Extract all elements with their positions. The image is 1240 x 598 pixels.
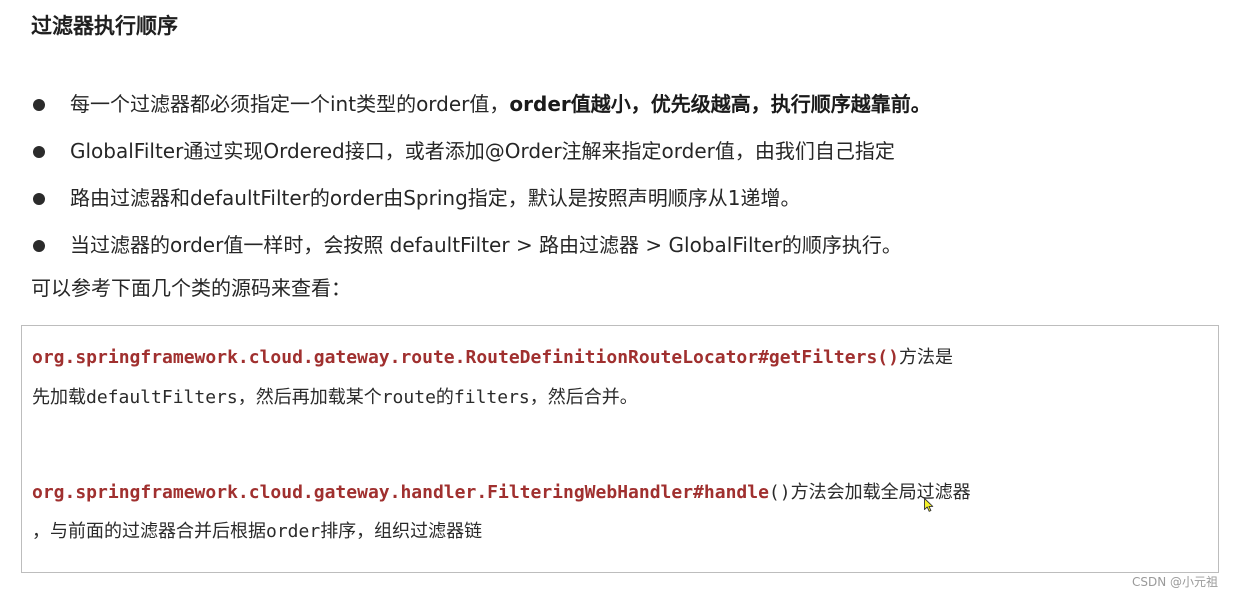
bullet-list: 每一个过滤器都必须指定一个int类型的order值，order值越小，优先级越高… [30, 84, 931, 272]
bullet-bold-text: order值越小，优先级越高，执行顺序越靠前。 [509, 92, 931, 116]
code-line-4: ，与前面的过滤器合并后根据order排序，组织过滤器链 [32, 517, 482, 547]
code-term: order [266, 521, 321, 542]
code-line-2: 先加载defaultFilters，然后再加载某个route的filters，然… [32, 383, 638, 413]
code-line-text: ，然后再加载某个 [237, 387, 382, 408]
mouse-pointer-icon [924, 498, 934, 512]
code-line-text: ，与前面的过滤器合并后根据 [32, 521, 266, 542]
page-title: 过滤器执行顺序 [31, 14, 178, 38]
bullet-dot-icon [33, 99, 45, 111]
code-line-1: org.springframework.cloud.gateway.route.… [32, 343, 953, 373]
code-term: filters [453, 387, 530, 408]
bullet-text: 路由过滤器和defaultFilter的order由Spring指定，默认是按照… [70, 186, 801, 210]
bullet-dot-icon [33, 146, 45, 158]
list-item: GlobalFilter通过实现Ordered接口，或者添加@Order注解来指… [30, 131, 931, 178]
code-line-3: org.springframework.cloud.gateway.handle… [32, 478, 971, 508]
class-reference: org.springframework.cloud.gateway.route.… [32, 347, 899, 368]
code-line-text: 方法会加载全局过滤器 [790, 482, 971, 503]
intro-text: 可以参考下面几个类的源码来查看： [31, 276, 351, 300]
code-line-text: 先加载 [32, 387, 86, 408]
list-item: 当过滤器的order值一样时，会按照 defaultFilter > 路由过滤器… [30, 225, 931, 272]
code-paren: () [768, 482, 791, 503]
list-item: 路由过滤器和defaultFilter的order由Spring指定，默认是按照… [30, 178, 931, 225]
class-reference: org.springframework.cloud.gateway.handle… [32, 482, 769, 503]
list-item: 每一个过滤器都必须指定一个int类型的order值，order值越小，优先级越高… [30, 84, 931, 131]
bullet-text: GlobalFilter通过实现Ordered接口，或者添加@Order注解来指… [70, 139, 895, 163]
code-line-text: 的 [435, 387, 454, 408]
bullet-text: 每一个过滤器都必须指定一个int类型的order值， [70, 92, 510, 116]
bullet-dot-icon [33, 193, 45, 205]
bullet-dot-icon [33, 240, 45, 252]
bullet-text: 当过滤器的order值一样时，会按照 defaultFilter > 路由过滤器… [70, 233, 902, 257]
watermark: CSDN @小元祖 [1131, 575, 1218, 589]
code-line-text: ，然后合并。 [529, 387, 638, 408]
code-term: route [381, 387, 436, 408]
code-block: org.springframework.cloud.gateway.route.… [21, 325, 1219, 573]
code-line-text: 排序，组织过滤器链 [320, 521, 483, 542]
code-line-text: 方法是 [898, 347, 953, 368]
code-term: defaultFilters [86, 387, 238, 408]
